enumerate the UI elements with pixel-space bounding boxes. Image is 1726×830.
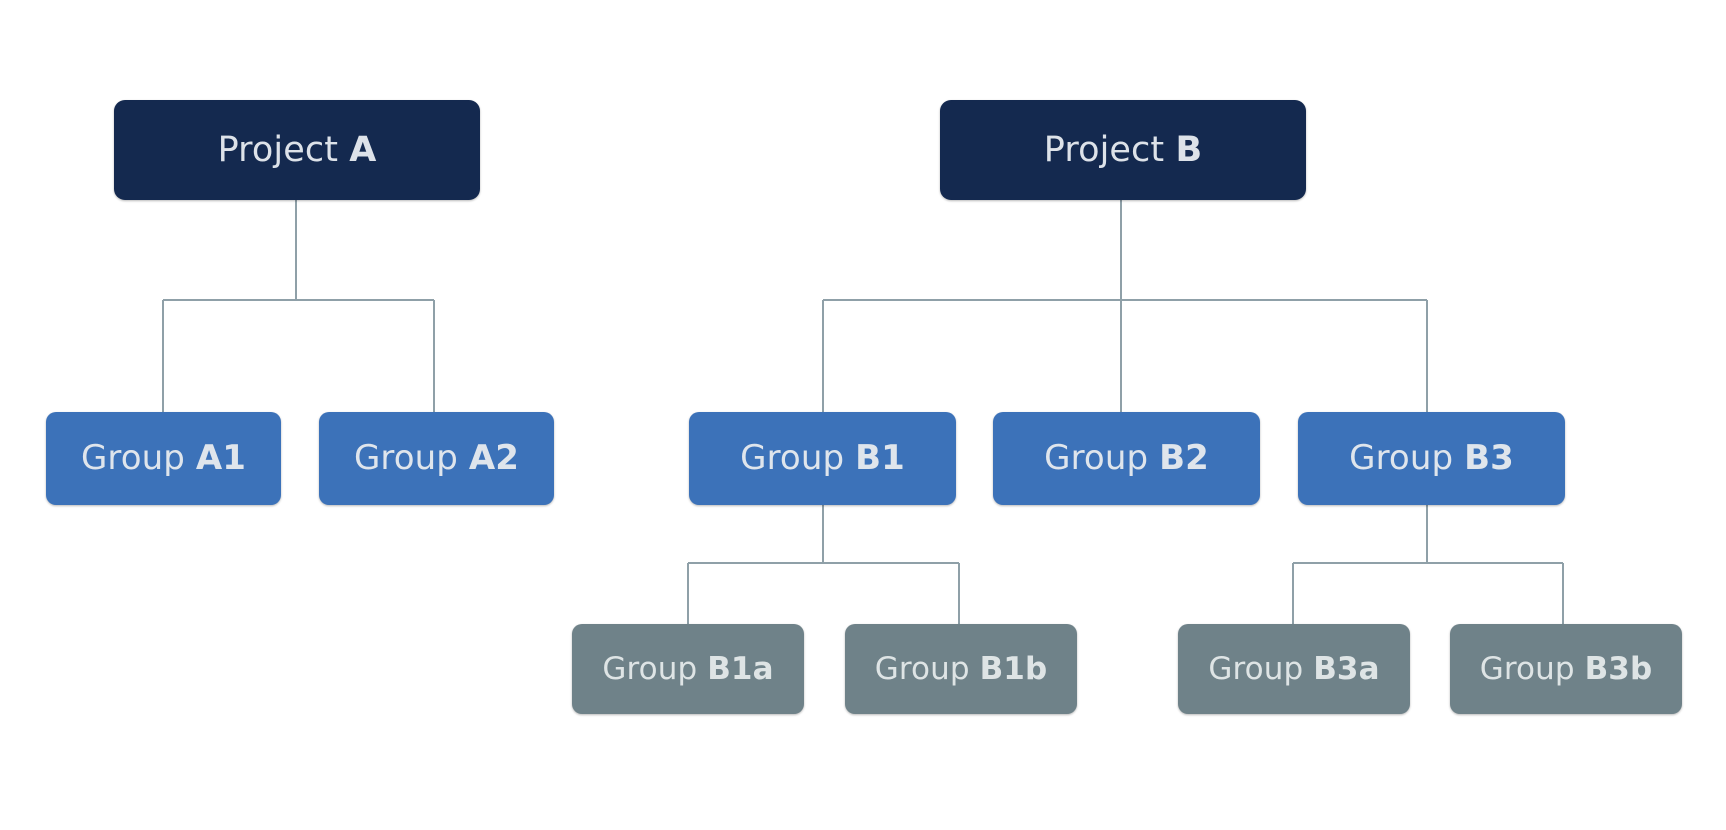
node-group-b3-label: Group B3 [1349, 437, 1514, 478]
node-group-b3[interactable]: Group B3 [1298, 412, 1565, 505]
node-group-a1-label: Group A1 [80, 437, 247, 478]
node-group-b1a-label: Group B1a [602, 650, 774, 687]
node-group-b1b[interactable]: Group B1b [845, 624, 1077, 714]
node-project-a[interactable]: Project A [114, 100, 480, 200]
node-group-b1[interactable]: Group B1 [689, 412, 956, 505]
node-project-b[interactable]: Project B [940, 100, 1306, 200]
node-group-b2[interactable]: Group B2 [993, 412, 1260, 505]
node-group-a2[interactable]: Group A2 [319, 412, 554, 505]
node-group-b3a[interactable]: Group B3a [1178, 624, 1410, 714]
node-group-b3a-label: Group B3a [1208, 650, 1380, 687]
node-group-b2-label: Group B2 [1044, 437, 1209, 478]
node-group-b3b-label: Group B3b [1479, 650, 1653, 687]
node-group-a2-label: Group A2 [353, 437, 520, 478]
node-project-a-label: Project A [217, 129, 377, 170]
node-group-b1b-label: Group B1b [874, 650, 1048, 687]
node-group-b1-label: Group B1 [740, 437, 905, 478]
node-group-a1[interactable]: Group A1 [46, 412, 281, 505]
node-group-b1a[interactable]: Group B1a [572, 624, 804, 714]
node-group-b3b[interactable]: Group B3b [1450, 624, 1682, 714]
node-project-b-label: Project B [1043, 129, 1203, 170]
